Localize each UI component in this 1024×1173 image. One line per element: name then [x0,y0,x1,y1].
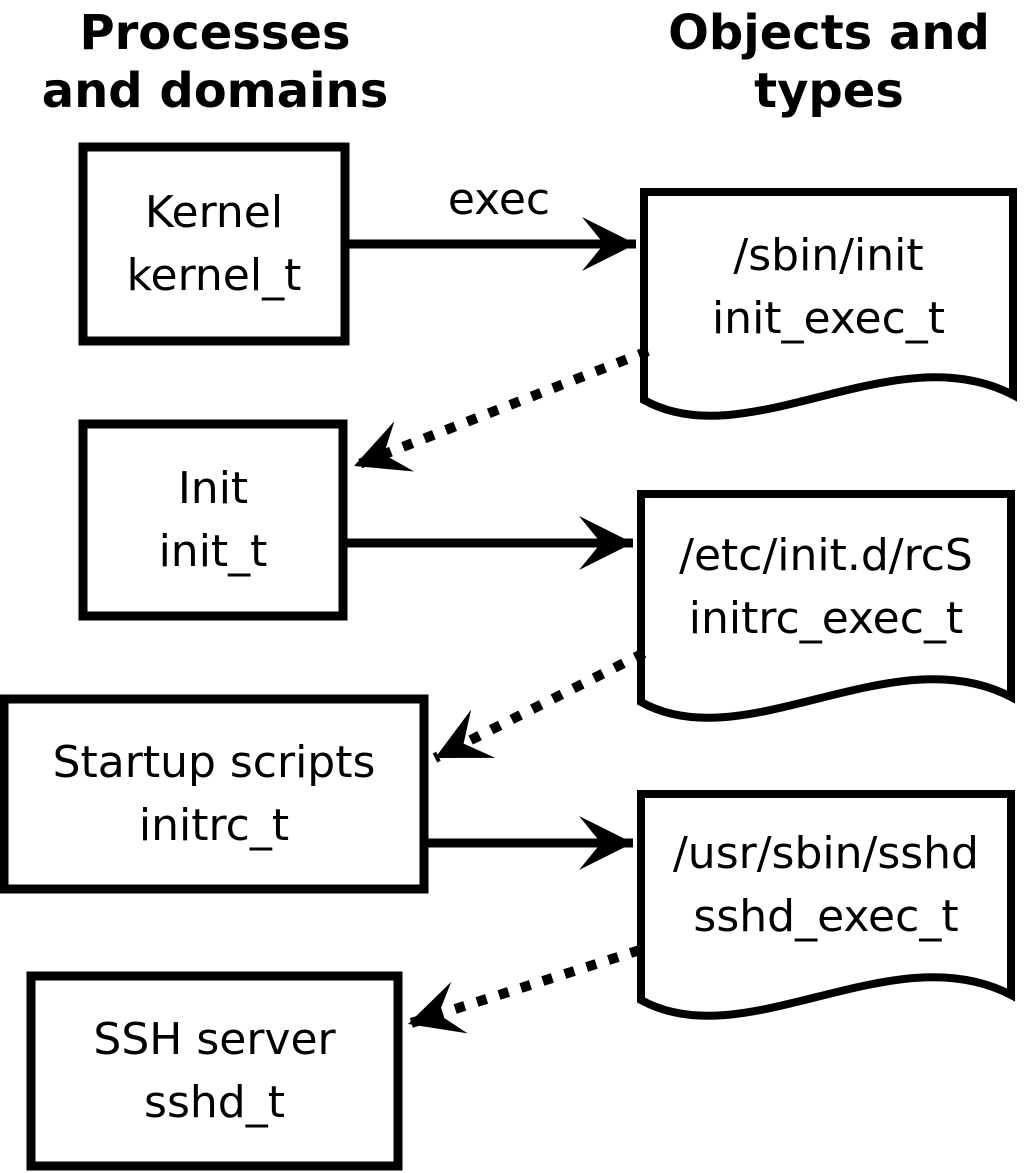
process-name: Kernel [144,187,284,238]
process-name: Startup scripts [52,737,376,788]
process-node-init: Init init_t [79,420,347,620]
process-name: Init [177,463,249,514]
object-type: initrc_exec_t [688,593,964,644]
header-line: and domains [41,63,389,119]
column-header-objects: Objects and types [634,4,1024,120]
process-name: SSH server [93,1014,336,1065]
exec-edge-label: exec [447,174,551,225]
dotted-arrow-sshd-exec-to-ssh-server [406,945,642,1034]
process-type: initrc_t [138,800,290,851]
process-box-ssh-server [26,971,403,1171]
header-line: Objects and [668,5,990,61]
process-box-init [78,419,348,621]
column-header-processes: Processes and domains [0,4,430,120]
header-line: Processes [79,5,351,61]
header-line: types [754,63,904,119]
object-path: /etc/init.d/rcS [679,530,973,581]
object-node-sshd-exec: /usr/sbin/sshd sshd_exec_t [637,794,1015,976]
object-path: /sbin/init [733,230,924,281]
process-box-startup-scripts [0,694,429,894]
object-type: init_exec_t [711,293,946,344]
process-node-kernel: Kernel kernel_t [79,143,349,345]
object-path: /usr/sbin/sshd [672,828,979,879]
object-node-init-exec: /sbin/init init_exec_t [640,192,1017,382]
object-type: sshd_exec_t [693,891,959,942]
process-node-ssh-server: SSH server sshd_t [27,972,402,1170]
process-type: kernel_t [126,250,302,301]
dotted-arrow-init-exec-to-init [352,346,650,472]
process-type: init_t [158,526,268,577]
dotted-arrow-initrc-exec-to-startup [432,648,647,763]
object-document-init-exec [640,188,1017,420]
object-node-initrc-exec: /etc/init.d/rcS initrc_exec_t [637,494,1015,680]
object-document-initrc-exec [637,490,1015,722]
process-box-kernel [78,142,350,346]
process-type: sshd_t [144,1077,285,1128]
process-node-startup-scripts: Startup scripts initrc_t [0,695,428,893]
object-document-sshd-exec [637,790,1015,1020]
